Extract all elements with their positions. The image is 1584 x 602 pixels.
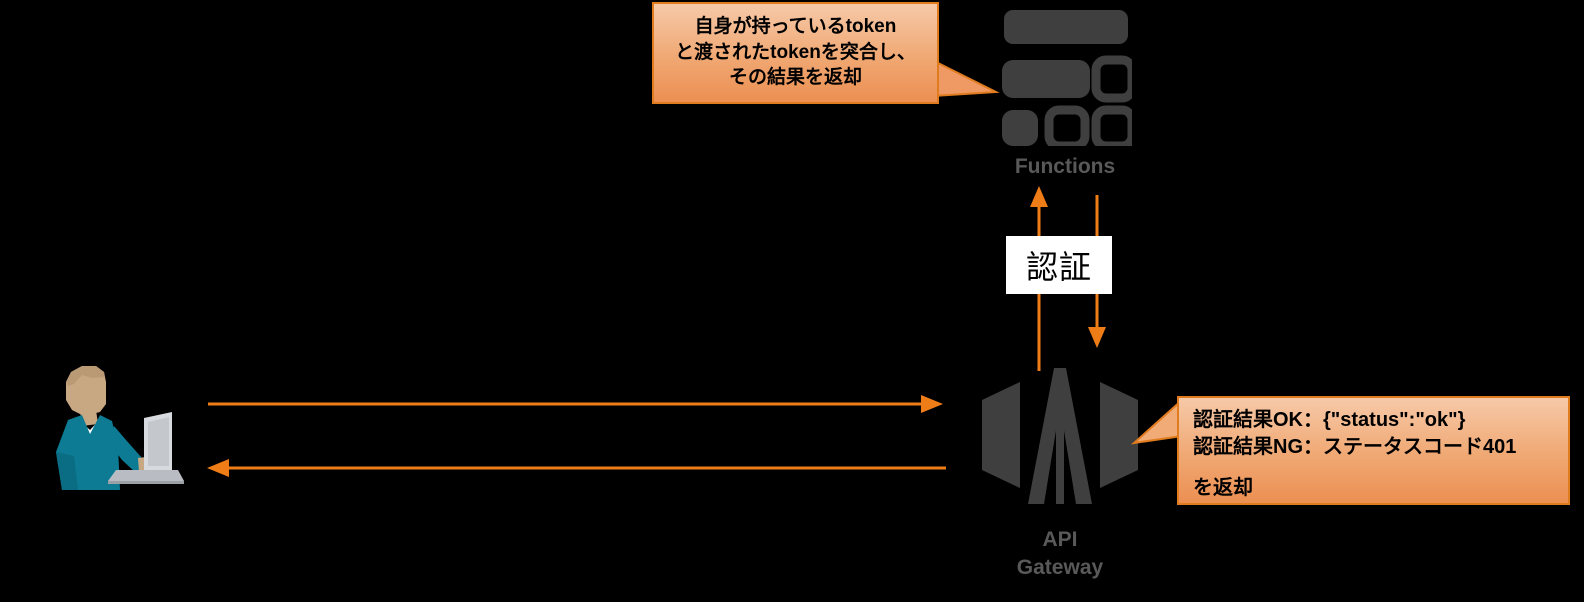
functions-note-line2: と渡されたtokenを突合し、 bbox=[675, 41, 916, 63]
client-response-arrow bbox=[204, 458, 948, 478]
gateway-note-spacer bbox=[1193, 461, 1568, 475]
api-gateway-label-line2: Gateway bbox=[1016, 556, 1104, 580]
functions-note-line1: 自身が持っているtoken bbox=[694, 16, 897, 37]
functions-note-tail bbox=[930, 56, 1002, 100]
azure-functions-icon bbox=[1000, 6, 1137, 151]
functions-label: Functions bbox=[1014, 155, 1116, 178]
auth-label-box: 認証 bbox=[1006, 236, 1112, 294]
gateway-note-line4: を返却 bbox=[1193, 477, 1253, 499]
api-gateway-label: API Gateway bbox=[980, 526, 1140, 583]
person-at-laptop-icon bbox=[38, 360, 188, 495]
functions-note-callout: 自身が持っているtoken と渡されたtokenを突合し、 その結果を返却 bbox=[652, 2, 939, 104]
api-gateway-label-line1: API bbox=[1042, 528, 1078, 551]
gateway-note-line2: 認証結果NG：ステータスコード401 bbox=[1193, 436, 1517, 458]
api-gateway-icon bbox=[980, 362, 1140, 510]
functions-note-line3: その結果を返却 bbox=[728, 67, 862, 89]
client-request-arrow bbox=[206, 394, 946, 414]
gateway-note-line1: 認証結果OK：{"status":"ok"} bbox=[1193, 409, 1466, 431]
gateway-note-callout: 認証結果OK：{"status":"ok"} 認証結果NG：ステータスコード40… bbox=[1177, 396, 1570, 505]
auth-label-text: 認証 bbox=[1025, 249, 1092, 285]
